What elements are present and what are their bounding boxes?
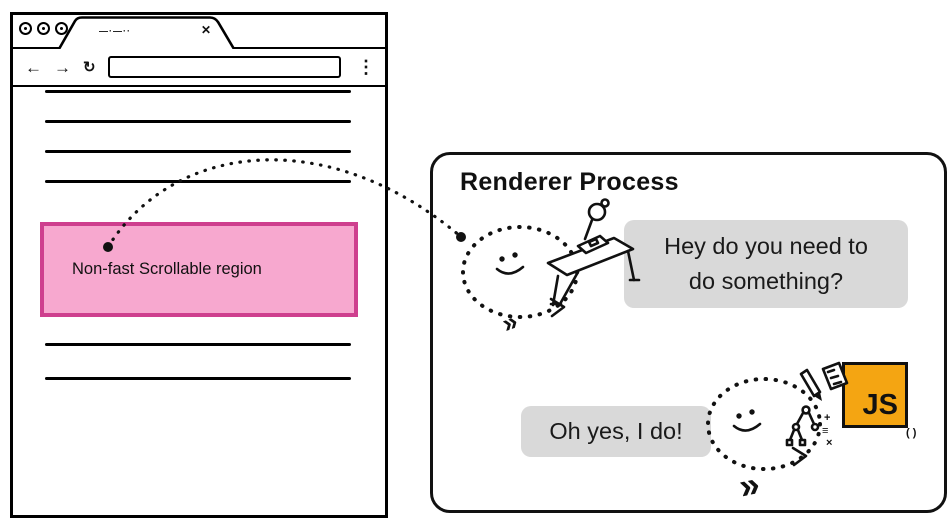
non-fast-scrollable-region[interactable]: Non-fast Scrollable region [40, 222, 358, 317]
browser-tab-bar: —·—·· ✕ [13, 15, 385, 49]
text-line [45, 343, 351, 347]
speech-bubble-question: Hey do you need to do something? [624, 220, 908, 308]
address-bar[interactable] [107, 56, 341, 78]
forward-icon[interactable]: → [54, 57, 71, 77]
window-control-button[interactable] [19, 22, 32, 35]
text-line [45, 377, 351, 381]
scroll-region-label: Non-fast Scrollable region [72, 260, 262, 278]
page-content: Non-fast Scrollable region [13, 87, 385, 516]
javascript-logo: JS [842, 362, 908, 428]
bubble-question-line1: Hey do you need to [664, 232, 868, 259]
back-icon[interactable]: ← [25, 57, 42, 77]
browser-window: —·—·· ✕ ← → ↻ ⋮ Non-fast Scrollable regi… [10, 12, 388, 518]
text-line [45, 180, 351, 184]
window-control-button[interactable] [37, 22, 50, 35]
renderer-process-panel: Renderer Process Hey do you need to do s… [430, 152, 947, 513]
panel-title: Renderer Process [460, 168, 679, 196]
menu-dots-icon[interactable]: ⋮ [357, 57, 375, 77]
bubble-answer-text: Oh yes, I do! [549, 417, 683, 444]
window-control-button[interactable] [55, 22, 68, 35]
text-line [45, 90, 351, 94]
text-line [45, 150, 351, 154]
tab-close-icon[interactable]: ✕ [201, 23, 212, 37]
bubble-question-line2: do something? [688, 268, 844, 294]
speech-bubble-answer: Oh yes, I do! [521, 406, 711, 457]
js-badge-label: JS [862, 389, 898, 421]
browser-toolbar: ← → ↻ ⋮ [13, 49, 385, 87]
browser-tab-shape[interactable] [13, 15, 385, 49]
reload-icon[interactable]: ↻ [83, 58, 96, 76]
text-line [45, 120, 351, 124]
tab-title-squiggle: —·—·· [99, 26, 131, 36]
window-controls [19, 22, 68, 35]
